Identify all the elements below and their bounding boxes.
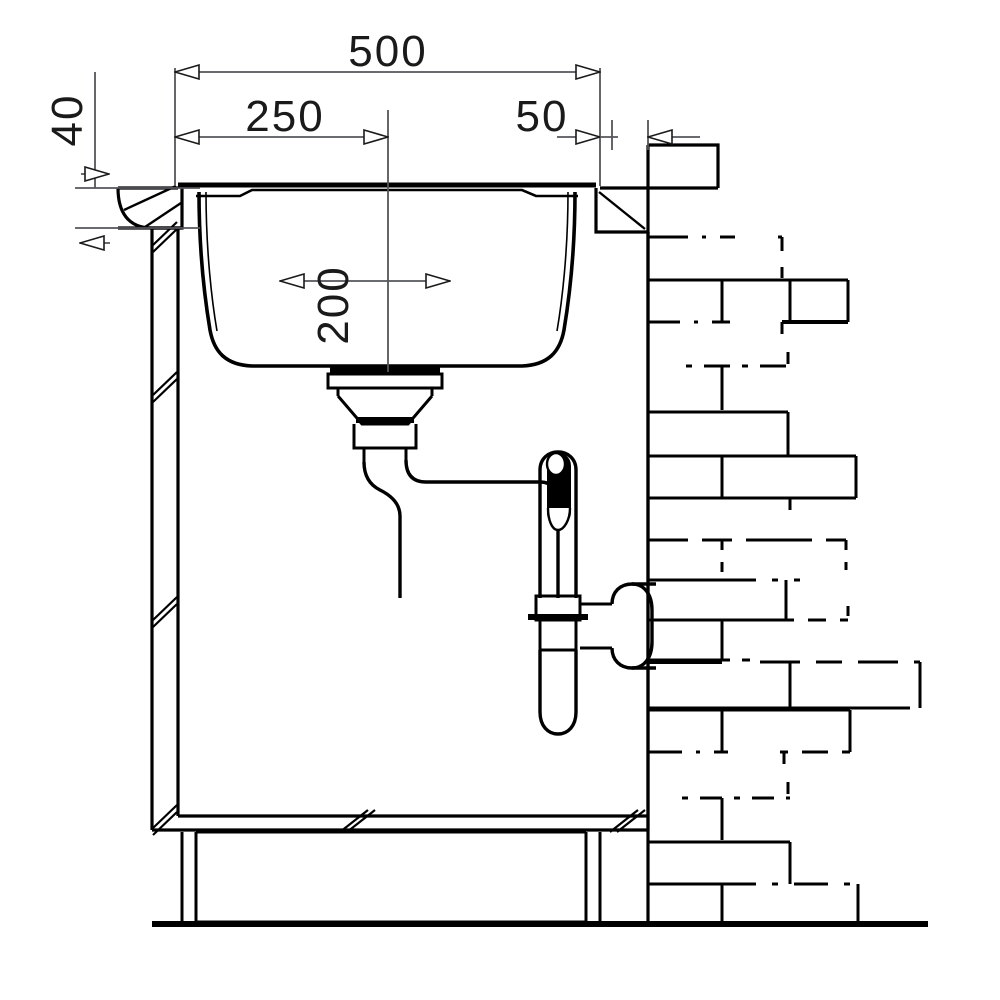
dim-label-250: 250 (245, 92, 324, 141)
dimension-text-layer: 500 250 50 200 40 (43, 27, 569, 345)
worktop-slab (116, 143, 720, 234)
dim-label-40: 40 (43, 94, 92, 147)
brick-wall (646, 232, 922, 924)
dim-label-50: 50 (516, 92, 569, 141)
sink-bowl (178, 182, 596, 368)
dimension-layer (75, 68, 700, 372)
dim-label-200: 200 (309, 265, 358, 344)
p-trap (362, 450, 656, 736)
geometry-layer (116, 143, 928, 927)
dim-label-500: 500 (348, 27, 427, 76)
drain-strainer (326, 366, 444, 462)
cabinet-plinth (180, 830, 602, 924)
